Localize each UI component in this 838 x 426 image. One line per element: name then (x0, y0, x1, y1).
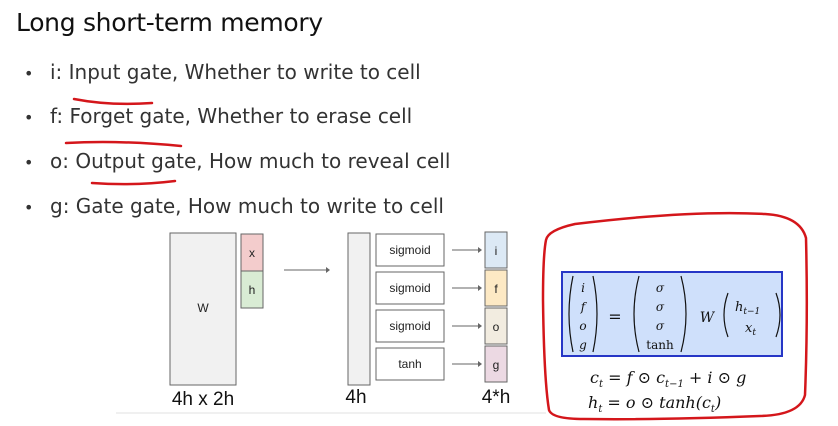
gate-label: i (495, 244, 498, 258)
bullet-dot: • (24, 64, 34, 83)
hid-eq-end: ) (714, 393, 722, 412)
gate-desc: , How much to reveal cell (196, 149, 451, 173)
vec-o: o (579, 319, 586, 333)
gate-box-o (484, 307, 508, 345)
bullet-input-gate: • i: Input gate, Whether to write to cell (24, 60, 421, 84)
hid-eq-rhs: = o ⊙ tanh(c (602, 393, 711, 412)
gate-formula: i f o g = σ σ σ tanh W ht−1 xt (568, 275, 781, 353)
vec-sigma-f: σ (656, 300, 665, 314)
bullet-output-gate: • o: Output gate, How much to reveal cell (24, 149, 450, 173)
underline-forget-gate (64, 140, 183, 148)
activation-label: tanh (398, 357, 421, 371)
lstm-diagram: W x h sigmoid sigmoid sigmoid tanh i f o… (116, 231, 546, 414)
gate-name: Input gate (68, 60, 172, 84)
underline-output-gate (90, 179, 177, 186)
left-paren (568, 275, 574, 353)
vec-f: f (580, 300, 588, 314)
cell-state-equation: ct = f ⊙ ct−1 + i ⊙ g (590, 368, 746, 390)
gate-desc: , Whether to write to cell (171, 60, 421, 84)
cell-eq-rhs-a-sub: t−1 (665, 379, 684, 391)
h-prev: ht−1 (735, 300, 760, 317)
gate-desc: , How much to write to cell (175, 194, 444, 218)
right-paren (592, 275, 598, 353)
weight-matrix-block (169, 232, 237, 386)
gate-box-f (484, 269, 508, 307)
gate-desc: , Whether to erase cell (184, 104, 413, 128)
vec-tanh: tanh (646, 338, 674, 352)
bullet-dot: • (24, 153, 34, 172)
gate-label: o (493, 320, 500, 334)
activation-box-sigmoid-f (375, 271, 445, 305)
vec-g: g (579, 338, 587, 352)
activation-label: sigmoid (389, 319, 430, 333)
bullet-dot: • (24, 198, 34, 217)
bullet-key: g: (50, 194, 70, 218)
activation-label: sigmoid (389, 281, 430, 295)
arrow-head (478, 361, 482, 367)
vec-sigma-o: σ (656, 319, 665, 333)
gate-name: Forget gate (69, 104, 185, 128)
left-paren (723, 292, 729, 338)
arrow-head (326, 267, 330, 273)
bullet-forget-gate: • f: Forget gate, Whether to erase cell (24, 104, 412, 128)
arrow-head (478, 323, 482, 329)
activation-label: sigmoid (389, 243, 430, 257)
weight-symbol: W (700, 310, 716, 326)
arrow-head (478, 285, 482, 291)
dimension-label-w: 4h x 2h (172, 389, 234, 410)
gate-label: f (494, 282, 498, 296)
arrow-head (478, 247, 482, 253)
right-paren (680, 275, 687, 353)
bullet-key: f: (50, 104, 64, 128)
gate-name: Output gate (75, 149, 197, 173)
right-paren (775, 292, 781, 338)
bullet-gate-gate: • g: Gate gate, How much to write to cell (24, 194, 444, 218)
gate-label: g (493, 358, 500, 372)
activation-box-tanh-g (375, 347, 445, 381)
hid-eq-lhs: h (588, 393, 599, 412)
gate-formula-box: i f o g = σ σ σ tanh W ht−1 xt (561, 271, 783, 357)
dimension-label-mid: 4h (345, 387, 366, 408)
h-input-label: h (249, 283, 256, 297)
dimension-label-out: 4*h (482, 387, 511, 408)
hidden-state-equation: ht = o ⊙ tanh(ct) (588, 393, 721, 415)
bullet-dot: • (24, 108, 34, 127)
slide-title: Long short-term memory (16, 8, 323, 37)
cell-eq-rhs-a: = f ⊙ c (603, 368, 666, 387)
activation-box-sigmoid-i (375, 233, 445, 267)
bullet-key: o: (50, 149, 69, 173)
weight-matrix-label: W (197, 301, 209, 315)
gate-box-i (484, 231, 508, 269)
vec-i: i (581, 281, 585, 295)
bullet-key: i: (50, 60, 63, 84)
h-input-block (240, 270, 264, 309)
cell-eq-lhs: c (590, 368, 599, 387)
gate-box-g (484, 345, 508, 383)
x-input-label: x (249, 246, 255, 260)
x-t: xt (745, 321, 756, 338)
vec-sigma-i: σ (656, 281, 665, 295)
activation-box-sigmoid-o (375, 309, 445, 343)
preactivation-column (347, 232, 371, 386)
equals: = (608, 307, 621, 326)
gate-name: Gate gate (75, 194, 176, 218)
left-paren (633, 275, 640, 353)
cell-eq-rhs-b: + i ⊙ g (683, 368, 747, 387)
